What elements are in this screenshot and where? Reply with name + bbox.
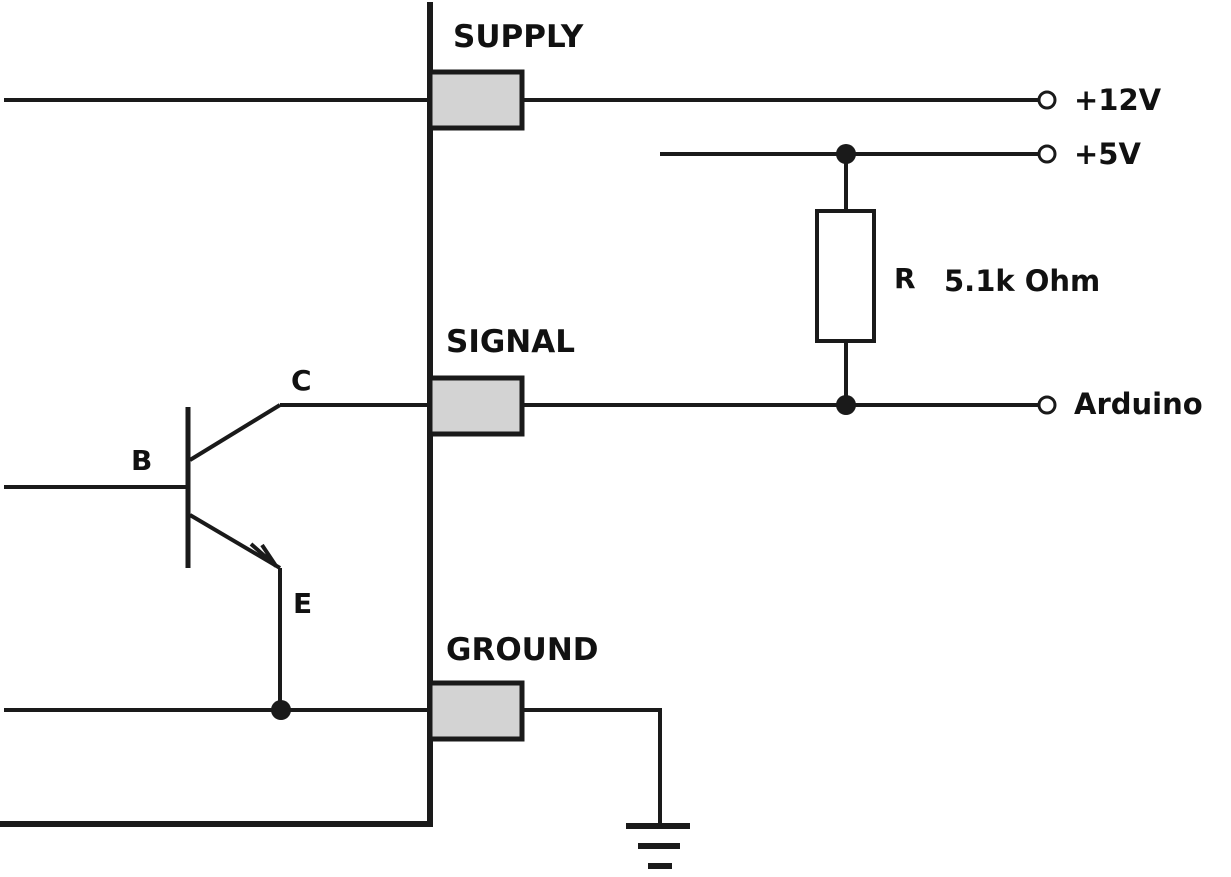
arduino-label: Arduino (1074, 387, 1203, 421)
supply-terminal (427, 69, 525, 131)
signal-terminal (427, 375, 525, 437)
collector-lead (188, 403, 282, 462)
emitter-lead (188, 513, 282, 570)
ground-label: GROUND (446, 632, 599, 668)
arduino-terminal (1037, 395, 1057, 415)
pull-up-resistor (815, 209, 876, 343)
ground-output-wire (522, 708, 662, 824)
resistor-value-label: 5.1k Ohm (944, 264, 1100, 298)
emitter-arrow-icon (249, 542, 278, 568)
ground-symbol-icon (626, 823, 690, 869)
emitter-ground-junction (271, 700, 291, 720)
base-label: B (131, 444, 152, 477)
collector-label: C (291, 364, 312, 397)
emitter-label: E (293, 587, 312, 620)
plus-12v-label: +12V (1074, 83, 1162, 117)
plus-12v-terminal (1037, 90, 1057, 110)
plus-5v-terminal (1037, 144, 1057, 164)
resistor-bottom-junction (836, 395, 856, 415)
plus-5v-label: +5V (1074, 137, 1141, 171)
ground-terminal (427, 680, 525, 742)
signal-label: SIGNAL (446, 324, 575, 360)
supply-label: SUPPLY (453, 19, 584, 55)
resistor-symbol-label: R (894, 262, 916, 295)
